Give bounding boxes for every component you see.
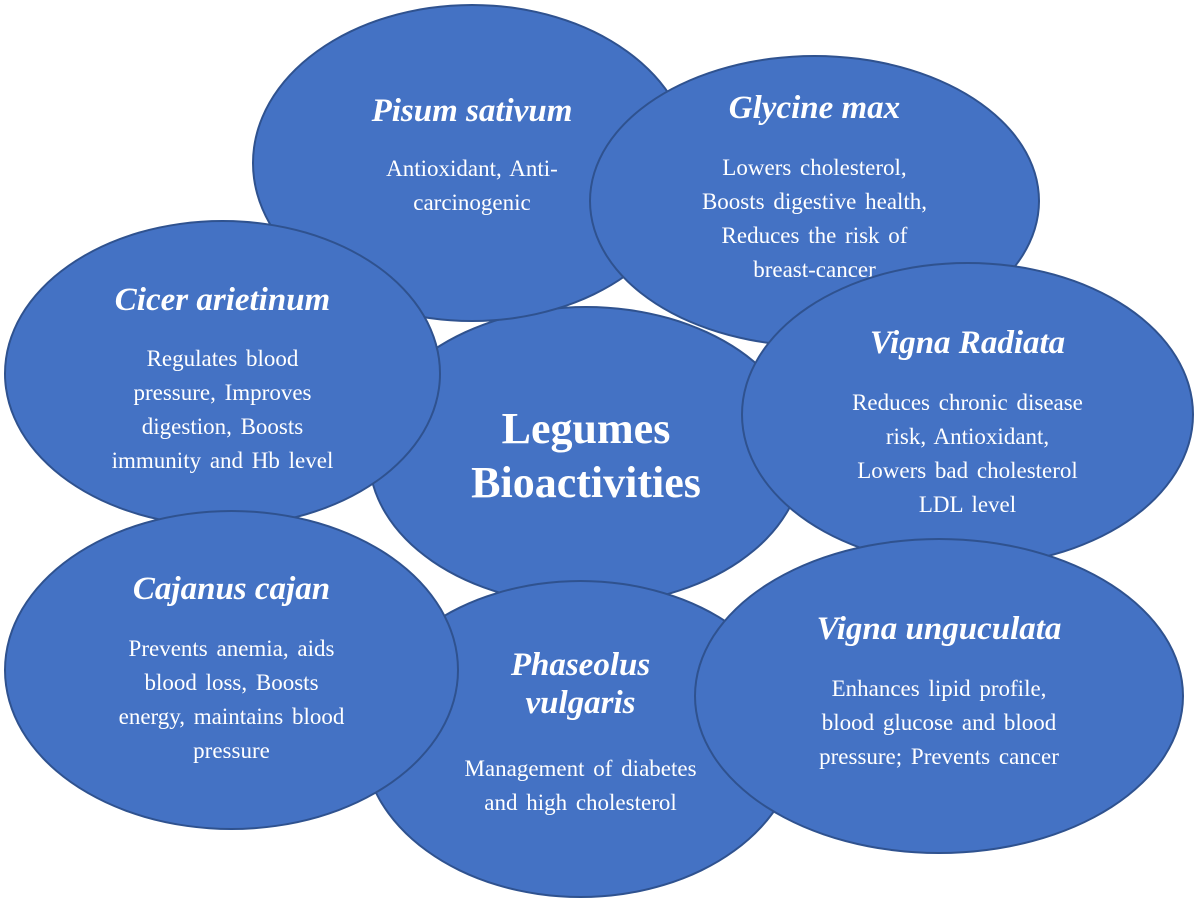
bioactivity-text: Lowers cholesterol, Boosts digestive hea… [701, 155, 928, 282]
species-name: Pisum sativum [371, 93, 573, 129]
species-name: Vigna unguculata [816, 611, 1062, 647]
cajanus-cajan-bubble: Cajanus cajan Prevents anemia, aids bloo… [4, 510, 459, 830]
species-name: Phaseolus vulgaris [510, 647, 651, 721]
bioactivity-text: Regulates blood pressure, Improves diges… [111, 346, 334, 473]
center-title: Legumes Bioactivities [471, 404, 701, 507]
bioactivity-text: Antioxidant, Anti- carcinogenic [386, 156, 558, 215]
bioactivity-text: Prevents anemia, aids blood loss, Boosts… [118, 636, 345, 763]
species-name: Cicer arietinum [114, 282, 331, 318]
vigna-radiata-bubble: Vigna Radiata Reduces chronic disease ri… [741, 262, 1194, 567]
center-bubble: Legumes Bioactivities [368, 306, 804, 606]
species-name: Cajanus cajan [132, 571, 331, 607]
species-name: Vigna Radiata [869, 325, 1066, 361]
cicer-arietinum-bubble: Cicer arietinum Regulates blood pressure… [4, 220, 441, 527]
vigna-unguiculata-bubble: Vigna unguculata Enhances lipid profile,… [694, 538, 1184, 854]
bioactivity-text: Management of diabetes and high choleste… [464, 756, 697, 815]
bioactivity-text: Reduces chronic disease risk, Antioxidan… [852, 390, 1083, 517]
species-name: Glycine max [728, 90, 901, 126]
bioactivity-text: Enhances lipid profile, blood glucose an… [819, 676, 1059, 769]
